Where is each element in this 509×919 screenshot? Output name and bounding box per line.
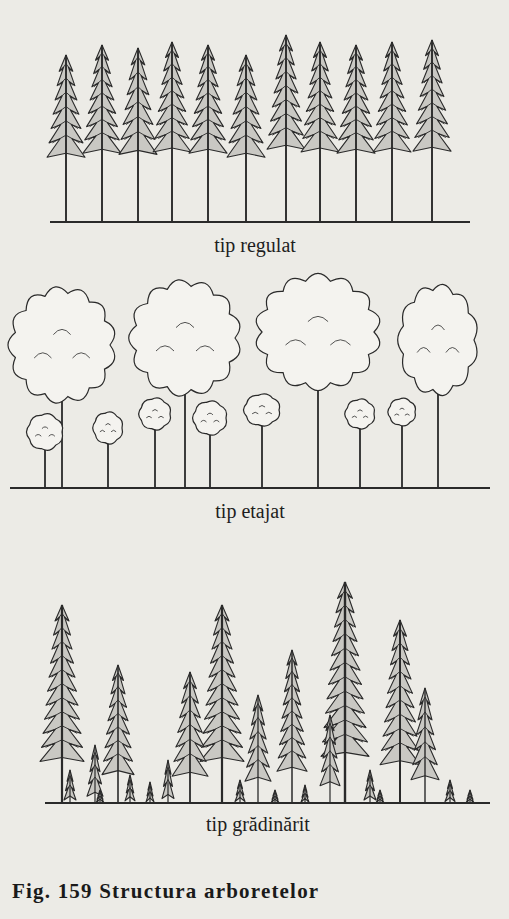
foliage-stroke	[252, 412, 258, 414]
foliage-stroke	[394, 414, 399, 415]
tree-trunk	[69, 770, 70, 803]
tree-trunk	[61, 605, 63, 803]
ground-line	[50, 221, 470, 223]
tree-trunk	[239, 780, 240, 803]
broadleaf-crown	[388, 398, 416, 426]
broadleaf-crown	[193, 401, 227, 435]
tree-trunk	[117, 665, 119, 803]
broadleaf-crown	[398, 284, 477, 395]
foliage-stroke	[152, 410, 157, 412]
tree-trunk	[167, 760, 168, 803]
foliage-stroke	[432, 325, 445, 330]
foliage-stroke	[446, 348, 459, 353]
tree-trunk	[379, 790, 380, 803]
panel-label: tip grădinărit	[206, 813, 310, 835]
tree-trunk	[391, 42, 393, 222]
ground-line	[45, 802, 490, 804]
tree-trunk	[449, 780, 450, 803]
tree-trunk	[137, 48, 139, 222]
foliage-stroke	[196, 346, 214, 351]
tree-trunk	[207, 45, 209, 222]
tree-trunk	[344, 582, 346, 803]
tree-trunk	[129, 775, 130, 803]
foliage-stroke	[308, 316, 328, 321]
broadleaf-crown	[93, 412, 123, 444]
foliage-stroke	[111, 430, 116, 432]
foliage-stroke	[49, 435, 55, 437]
broadleaf-crown	[129, 280, 240, 396]
foliage-stroke	[105, 424, 110, 426]
storied-stand	[8, 273, 477, 488]
panel-label: tip regulat	[214, 234, 296, 256]
figure-caption: Fig. 159 Structura arboretelor	[12, 880, 319, 903]
tree-trunk	[274, 790, 275, 803]
conifer-crown	[376, 790, 384, 803]
tree-trunk	[424, 688, 425, 803]
ground-line	[10, 487, 490, 489]
foliage-stroke	[330, 340, 350, 345]
tree-trunk	[101, 45, 103, 222]
conifer-crown	[301, 785, 309, 802]
tree-trunk	[65, 55, 67, 222]
foliage-stroke	[53, 329, 70, 334]
foliage-stroke	[34, 353, 51, 358]
tree-trunk	[189, 672, 191, 803]
foliage-stroke	[207, 413, 213, 415]
foliage-stroke	[158, 416, 163, 418]
tree-trunk	[355, 45, 357, 222]
tree-trunk	[171, 42, 173, 222]
tree-trunk	[319, 42, 321, 222]
broadleaf-crown	[256, 273, 380, 390]
foliage-stroke	[400, 408, 405, 409]
conifer-crown	[271, 790, 279, 803]
tree-trunk	[94, 745, 95, 803]
tree-trunk	[149, 782, 150, 803]
tree-trunk	[221, 605, 223, 803]
broadleaf-crown	[26, 414, 62, 451]
tree-trunk	[291, 650, 293, 803]
foliage-stroke	[286, 340, 306, 345]
tree-trunk	[257, 695, 258, 803]
regular-stand	[47, 35, 451, 222]
tree-trunk	[399, 620, 401, 803]
foliage-stroke	[176, 322, 194, 327]
tree-trunk	[329, 715, 330, 803]
selection-stand	[40, 582, 474, 803]
broadleaf-crown	[139, 398, 171, 430]
panel-label: tip etajat	[215, 500, 284, 522]
broadleaf-crown	[243, 394, 279, 426]
conifer-crown	[96, 790, 104, 803]
foliage-stroke	[201, 420, 207, 422]
foliage-stroke	[156, 346, 174, 351]
tree-trunk	[245, 55, 247, 222]
foliage-stroke	[357, 410, 362, 411]
tree-trunk	[369, 770, 370, 803]
conifer-crown	[466, 790, 474, 803]
foliage-stroke	[73, 353, 90, 358]
tree-trunk	[285, 35, 287, 222]
foliage-stroke	[352, 416, 357, 417]
foliage-stroke	[266, 412, 272, 414]
tree-trunk	[304, 785, 305, 803]
foliage-stroke	[417, 348, 430, 353]
foliage-stroke	[35, 435, 41, 437]
foliage-stroke	[214, 420, 220, 422]
tree-trunk	[99, 790, 100, 803]
broadleaf-crown	[345, 399, 375, 429]
foliage-stroke	[42, 427, 48, 429]
foliage-stroke	[100, 430, 105, 432]
broadleaf-crown	[8, 287, 115, 403]
tree-trunk	[469, 790, 470, 803]
foliage-stroke	[363, 416, 368, 417]
tree-trunk	[431, 40, 433, 222]
foliage-stroke	[146, 416, 151, 418]
foliage-stroke	[259, 406, 265, 408]
foliage-stroke	[405, 414, 410, 415]
